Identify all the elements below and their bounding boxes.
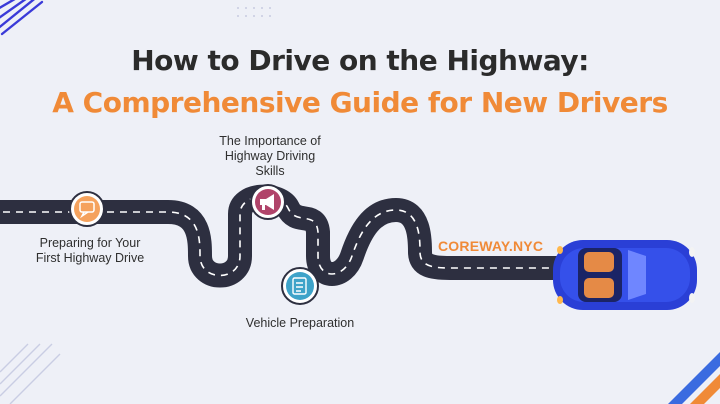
milestone-3-line-1: Vehicle Preparation	[245, 316, 355, 330]
checklist-icon	[292, 277, 307, 295]
milestone-2-line-1: The Importance of	[219, 134, 321, 148]
milestone-3-label: Vehicle Preparation	[230, 316, 370, 331]
lane-markings	[0, 195, 560, 277]
milestone-1-line-1: Preparing for Your	[39, 236, 141, 250]
milestone-1-label: Preparing for Your First Highway Drive	[20, 236, 160, 266]
milestone-1-line-2: First Highway Drive	[35, 251, 145, 265]
title-line-1: How to Drive on the Highway:	[131, 44, 589, 77]
milestone-3-marker[interactable]	[281, 267, 319, 305]
megaphone-icon	[260, 194, 274, 210]
milestone-2-label: The Importance of Highway Driving Skills	[200, 134, 340, 179]
milestone-2-marker[interactable]	[250, 184, 286, 220]
corner-stripes-bottom-right	[668, 352, 720, 404]
corner-scribble-icon	[0, 0, 44, 36]
corner-lines-bottom-left	[0, 343, 61, 404]
chat-icon	[79, 201, 95, 219]
car-icon	[553, 240, 697, 310]
dot-grid-top	[237, 7, 271, 17]
milestone-1-marker[interactable]	[69, 191, 105, 227]
brand-label: COREWAY.NYC	[438, 238, 544, 254]
milestone-2-line-3: Skills	[255, 164, 285, 178]
milestone-2-line-2: Highway Driving	[224, 149, 316, 163]
title-line-2: A Comprehensive Guide for New Drivers	[52, 86, 668, 119]
